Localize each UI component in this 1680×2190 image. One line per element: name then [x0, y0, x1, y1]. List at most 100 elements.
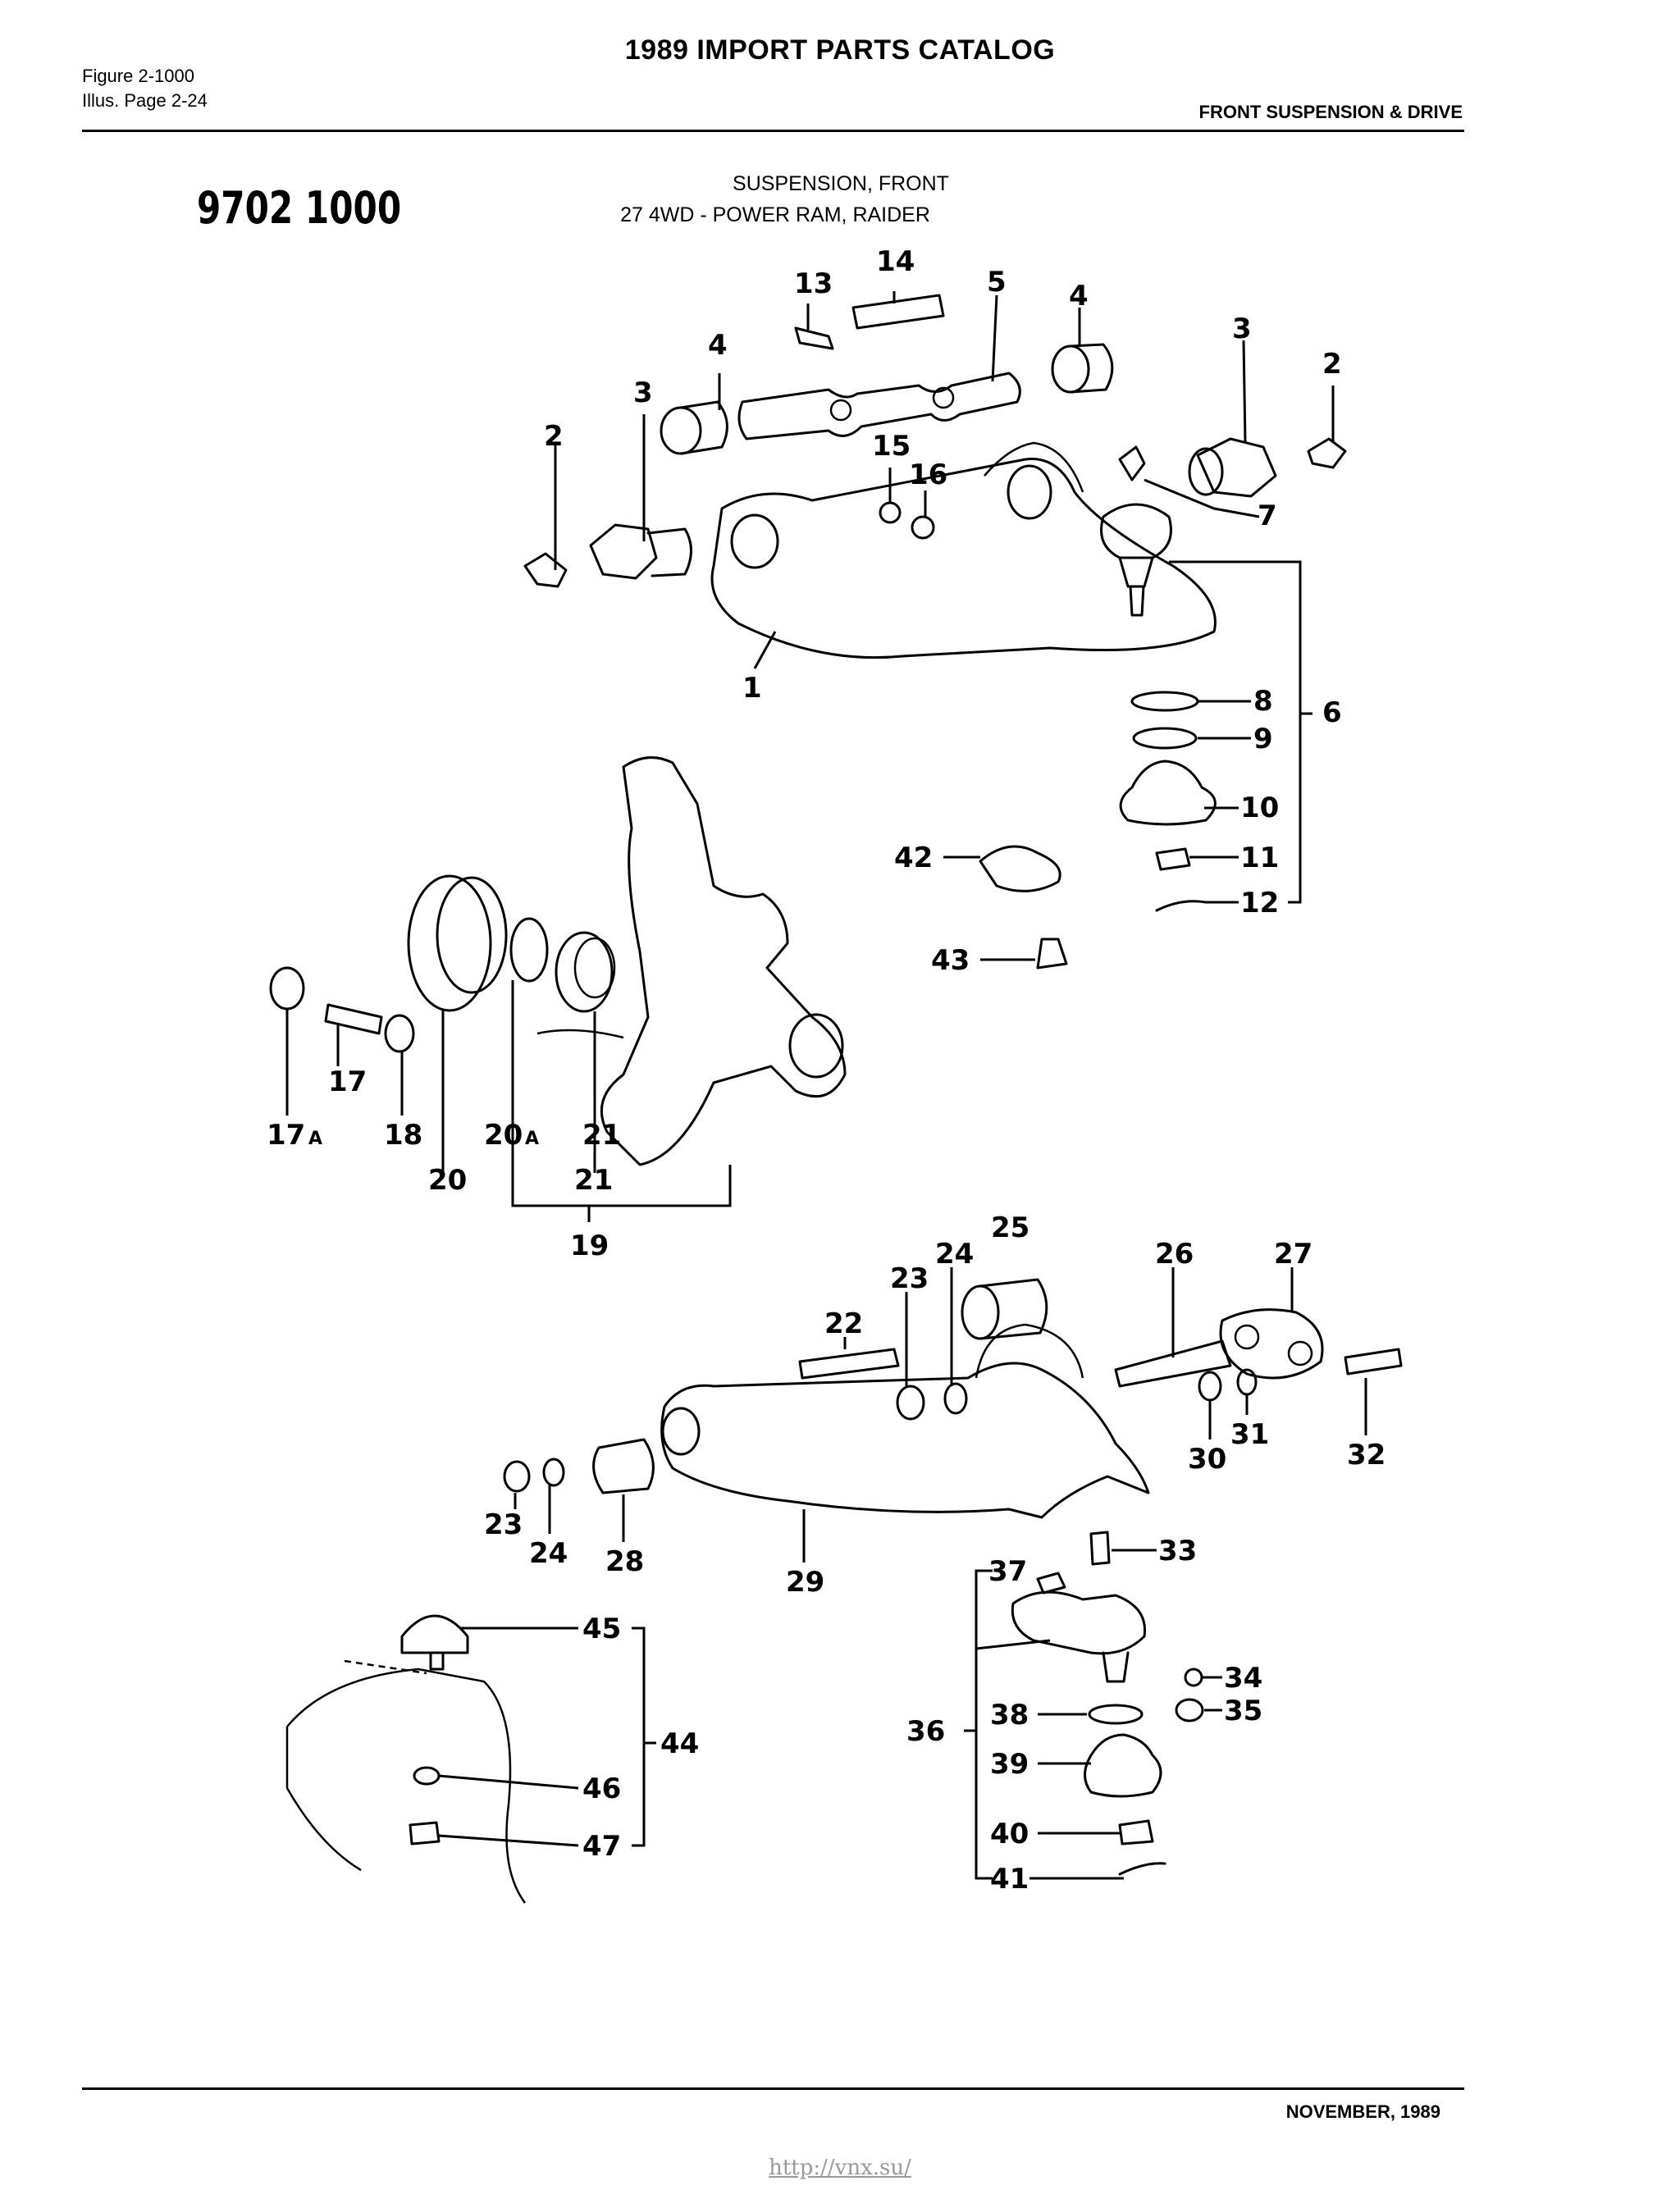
callout-29: 29 [786, 1566, 824, 1599]
illus-page: Illus. Page 2-24 [82, 90, 208, 111]
leader-lines [285, 291, 1367, 1880]
callout-3-left: 3 [633, 376, 653, 409]
callout-7: 7 [1258, 500, 1277, 532]
lower-ball-joint [1011, 1531, 1147, 1683]
callout-23-lower: 23 [484, 1508, 523, 1541]
callout-40: 40 [990, 1818, 1029, 1850]
callout-32: 32 [1347, 1439, 1386, 1471]
figure-number: Figure 2-1000 [82, 66, 194, 86]
callout-37: 37 [988, 1555, 1027, 1588]
callout-46: 46 [582, 1773, 621, 1805]
callout-26: 26 [1155, 1238, 1194, 1271]
callout-4-left: 4 [708, 329, 728, 362]
washers-23-24-lower [503, 1458, 565, 1493]
footer-rule [82, 2087, 1464, 2090]
callout-21-upper: 21 [582, 1119, 621, 1152]
callout-34: 34 [1224, 1662, 1262, 1695]
callout-35: 35 [1224, 1695, 1262, 1727]
callout-12: 12 [1240, 887, 1279, 919]
callout-25: 25 [991, 1211, 1029, 1244]
washers-23-24-upper [896, 1382, 968, 1421]
callout-8: 8 [1253, 685, 1273, 718]
bushing-25 [961, 1278, 1048, 1340]
callout-42: 42 [894, 842, 933, 874]
bolt-left [589, 523, 692, 580]
callout-30: 30 [1188, 1443, 1226, 1476]
ball-joint-parts-8-12 [1119, 691, 1217, 912]
section-title: FRONT SUSPENSION & DRIVE [1198, 102, 1463, 122]
callout-31: 31 [1230, 1418, 1269, 1451]
callout-2-right: 2 [1322, 348, 1342, 381]
callout-20a: 20 [484, 1119, 523, 1152]
callout-10: 10 [1240, 792, 1279, 824]
callout-38: 38 [990, 1699, 1029, 1731]
upper-ball-joint [1100, 445, 1172, 617]
steering-knuckle [536, 756, 847, 1166]
diagram-subtitle-1: SUSPENSION, FRONT [733, 172, 949, 195]
nuts-15-16 [879, 501, 935, 540]
callout-44: 44 [660, 1727, 699, 1760]
callout-24-lower: 24 [529, 1537, 568, 1570]
callout-47: 47 [582, 1830, 621, 1863]
header-rule [82, 130, 1464, 132]
callout-15: 15 [872, 430, 911, 463]
clamp-bolt [794, 326, 834, 350]
callout-22: 22 [824, 1307, 863, 1340]
diagram-subtitle-2: 27 4WD - POWER RAM, RAIDER [620, 203, 930, 226]
bracket-27 [1219, 1308, 1324, 1380]
callout-2-left: 2 [544, 420, 564, 453]
bolt-right [1188, 437, 1277, 498]
callout-45: 45 [582, 1613, 621, 1645]
oil-seal-20 [407, 874, 508, 1012]
callout-28: 28 [605, 1545, 644, 1578]
catalog-title: 1989 IMPORT PARTS CATALOG [624, 34, 1056, 66]
watermark-url[interactable]: http://vnx.su/ [769, 2156, 911, 2180]
callout-13: 13 [794, 267, 833, 300]
bracket-42-43 [979, 845, 1068, 970]
callout-18: 18 [384, 1119, 422, 1152]
callout-43: 43 [931, 944, 970, 977]
grease-fitting-right [1307, 437, 1347, 469]
callout-33: 33 [1158, 1535, 1197, 1567]
ring-20a [509, 917, 549, 983]
callout-20a-suffix: A [525, 1129, 539, 1149]
footer-date: NOVEMBER, 1989 [1285, 2101, 1440, 2122]
callout-17: 17 [328, 1065, 367, 1098]
callout-20: 20 [428, 1164, 467, 1197]
upper-arm-shaft [737, 372, 1021, 440]
callout-4-right: 4 [1069, 280, 1089, 313]
callout-21: 21 [574, 1164, 613, 1197]
callout-23-upper: 23 [890, 1262, 929, 1295]
callout-3-right: 3 [1232, 313, 1252, 345]
bolt-22 [798, 1348, 900, 1380]
callout-labels: 1 2 2 3 3 4 4 5 6 7 8 9 10 11 12 13 14 1… [267, 245, 1386, 1896]
callout-6: 6 [1322, 696, 1342, 729]
callout-1: 1 [742, 672, 762, 705]
grease-fitting-left [523, 552, 568, 588]
ball-joint-parts-34-41 [1084, 1668, 1204, 1876]
bushing-left [660, 400, 728, 455]
catalog-number: 9702 1000 [197, 182, 402, 234]
lower-control-arm [660, 1323, 1150, 1519]
bushing-28 [592, 1438, 655, 1494]
callout-24-upper: 24 [935, 1238, 974, 1271]
callout-17a-suffix: A [308, 1129, 322, 1149]
clamp-plate [851, 294, 945, 330]
callout-9: 9 [1253, 723, 1273, 755]
callout-19: 19 [570, 1230, 609, 1262]
callout-39: 39 [990, 1748, 1029, 1781]
bearing-21 [555, 931, 616, 1013]
bump-stopper-44 [285, 1614, 527, 1904]
callout-11: 11 [1240, 842, 1279, 874]
strut-bar-26 [1114, 1339, 1232, 1388]
upper-control-arm [710, 441, 1217, 659]
callout-36: 36 [906, 1715, 945, 1748]
callout-5: 5 [987, 266, 1007, 299]
callout-41: 41 [990, 1863, 1029, 1896]
callout-27: 27 [1274, 1238, 1312, 1271]
callout-17a: 17 [267, 1119, 305, 1152]
callout-16: 16 [909, 459, 947, 491]
bushing-right [1051, 343, 1114, 394]
parts-17-18 [269, 966, 415, 1053]
